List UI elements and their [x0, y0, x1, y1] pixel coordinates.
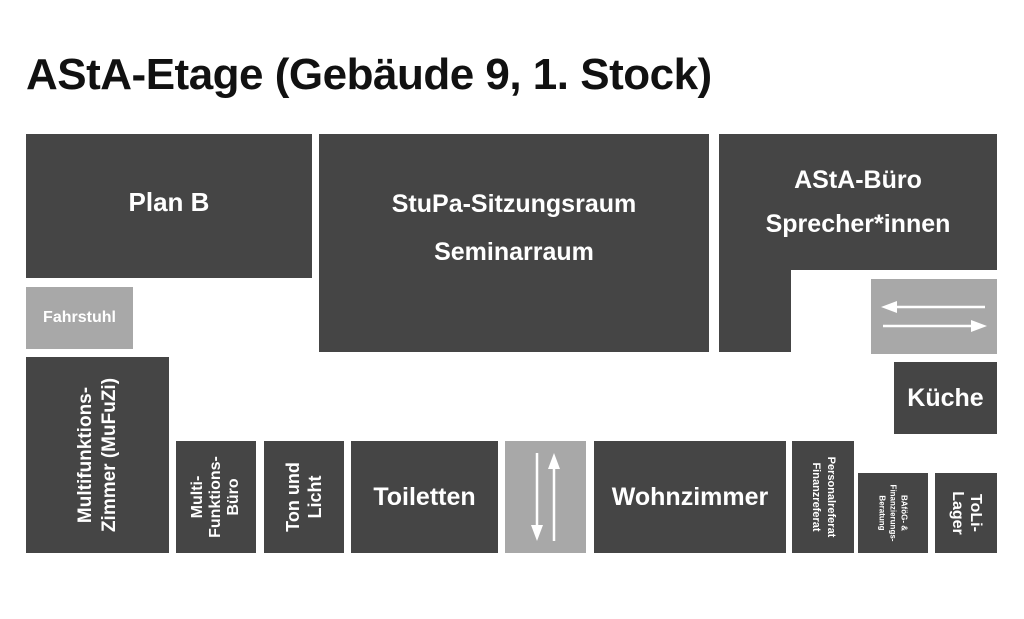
- room-mufuzi-label-1: Multifunktions-: [74, 386, 96, 524]
- room-ton-licht-label-2: Licht: [305, 475, 325, 519]
- room-bafoeg-label-1: BAföG- &: [899, 494, 909, 531]
- room-asta-buero-extension: [719, 269, 791, 352]
- room-toli-lager-label-1: ToLi-: [967, 494, 984, 532]
- room-multi-buero-label-2: Funktions-: [207, 456, 224, 538]
- room-toiletten-label: Toiletten: [373, 482, 476, 511]
- room-plan-b-label: Plan B: [128, 186, 210, 217]
- room-toli-lager-label-2: Lager: [949, 491, 966, 535]
- room-plan-b[interactable]: Plan B: [26, 134, 312, 278]
- double-arrow-horizontal-icon: [881, 301, 987, 332]
- page-title: AStA-Etage (Gebäude 9, 1. Stock): [26, 50, 712, 99]
- stairs-horizontal[interactable]: [871, 279, 997, 354]
- room-fahrstuhl[interactable]: Fahrstuhl: [26, 287, 133, 349]
- room-wohnzimmer-label: Wohnzimmer: [611, 482, 769, 511]
- room-ton-und-licht[interactable]: Ton und Licht: [264, 441, 344, 553]
- room-personalreferat[interactable]: Personalreferat Finanzreferat: [792, 441, 854, 553]
- room-multi-buero-label-1: Multi-: [189, 475, 206, 519]
- room-asta-buero-label-2: Sprecher*innen: [765, 210, 951, 238]
- room-multi-funktions-buero[interactable]: Multi- Funktions- Büro: [176, 441, 256, 553]
- room-toiletten[interactable]: Toiletten: [351, 441, 498, 553]
- room-bafoeg-label-2: Finanzierungs-: [888, 484, 898, 542]
- room-multi-buero-label-3: Büro: [225, 478, 242, 516]
- room-bafoeg-label-3: Beratung: [877, 495, 887, 531]
- room-stupa-label-2: Seminarraum: [434, 238, 594, 266]
- room-mufuzi[interactable]: Multifunktions- Zimmer (MuFuZi): [26, 357, 169, 553]
- stairs-vertical[interactable]: [505, 441, 586, 553]
- room-stupa-sitzungsraum[interactable]: StuPa-Sitzungsraum Seminarraum: [319, 134, 709, 352]
- room-ton-licht-label-1: Ton und: [283, 462, 303, 532]
- double-arrow-vertical-icon: [531, 453, 560, 541]
- room-mufuzi-label-2: Zimmer (MuFuZi): [98, 377, 120, 533]
- room-wohnzimmer[interactable]: Wohnzimmer: [594, 441, 786, 553]
- room-personalreferat-label-1: Personalreferat: [825, 456, 837, 538]
- room-asta-buero[interactable]: AStA-Büro Sprecher*innen: [719, 134, 997, 270]
- room-toli-lager[interactable]: ToLi- Lager: [935, 473, 997, 553]
- room-kueche[interactable]: Küche: [894, 362, 997, 434]
- room-asta-buero-label-1: AStA-Büro: [794, 166, 922, 194]
- room-stupa-label-1: StuPa-Sitzungsraum: [391, 190, 637, 218]
- room-personalreferat-label-2: Finanzreferat: [810, 462, 822, 532]
- room-kueche-label: Küche: [907, 383, 984, 412]
- room-fahrstuhl-label: Fahrstuhl: [43, 309, 116, 326]
- room-bafoeg-beratung[interactable]: BAföG- & Finanzierungs- Beratung: [858, 473, 928, 553]
